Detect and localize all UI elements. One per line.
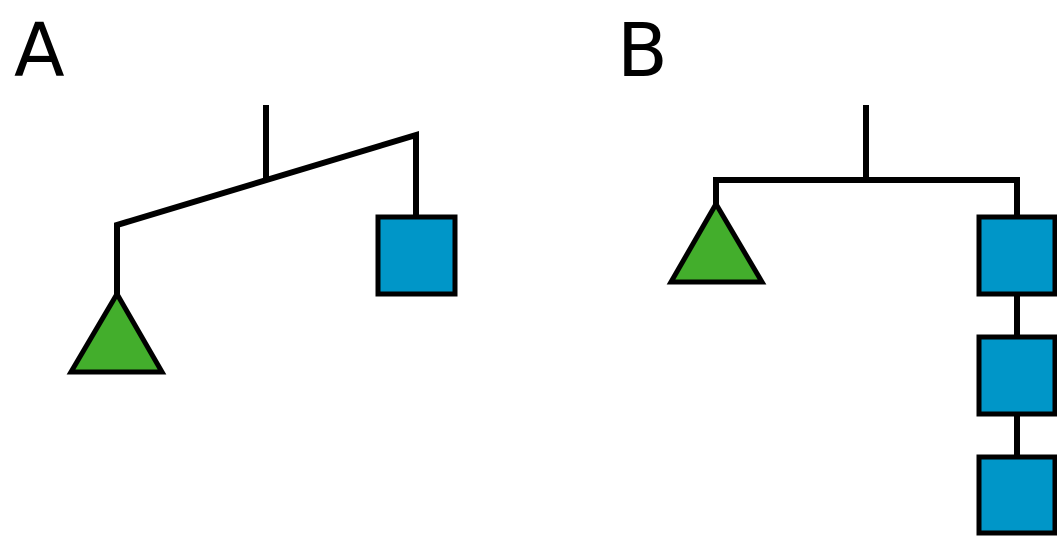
panel-b-green-triangle — [666, 199, 767, 285]
panel-a-green-triangle — [66, 289, 167, 375]
panel-b-blue-square-3 — [976, 454, 1057, 536]
panel-a-blue-square — [375, 214, 458, 297]
panel-b-label: B — [617, 8, 668, 94]
panel-a: A — [14, 8, 458, 375]
panel-b-blue-square-2 — [976, 334, 1057, 417]
panel-b-level-beam — [713, 177, 1020, 217]
panel-b: B — [617, 8, 1057, 536]
panel-a-tilted-beam — [114, 130, 419, 294]
panel-b-blue-square-1 — [976, 214, 1057, 297]
panel-a-label: A — [14, 8, 65, 94]
